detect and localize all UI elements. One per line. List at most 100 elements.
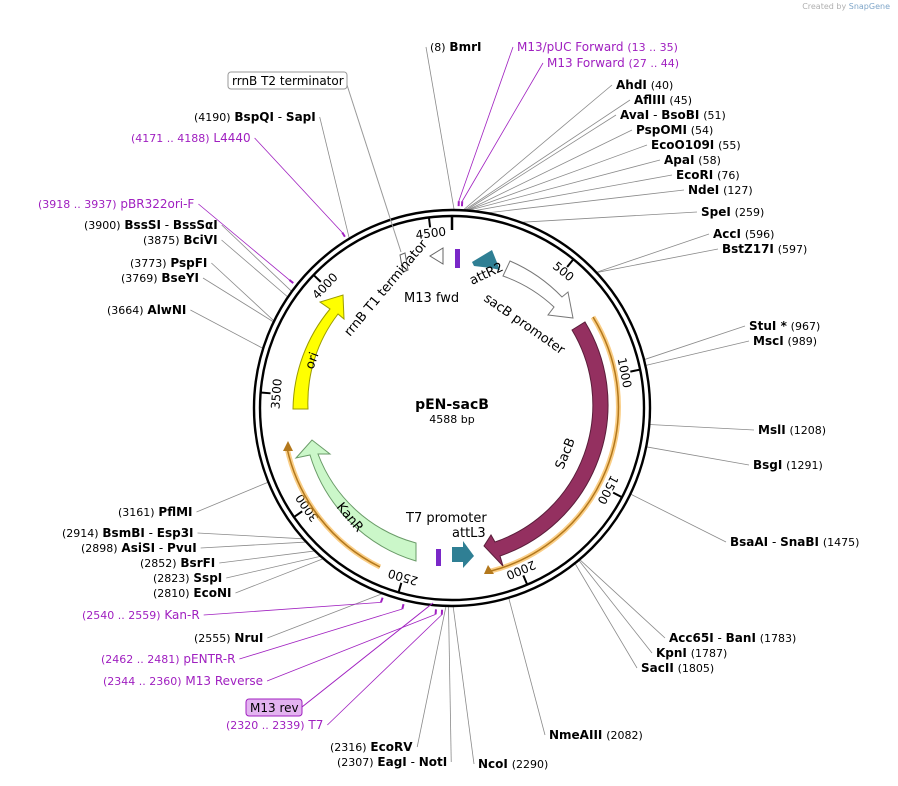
site-label-14: MslI (1208) xyxy=(758,423,826,437)
enzyme-name: SacII xyxy=(641,661,674,675)
rrnb-t2-box-label: rrnB T2 terminator xyxy=(232,74,344,88)
site-position: (1783) xyxy=(760,632,797,645)
site-label-28: (2898) AsiSI - PvuI xyxy=(81,541,197,555)
site-position: (3664) xyxy=(107,304,144,317)
m13-rev-box-label: M13 rev xyxy=(250,701,299,715)
enzyme-name: BsaAI xyxy=(730,535,768,549)
site-label-11: BstZ17I (597) xyxy=(722,242,807,256)
sacb-label: SacB xyxy=(553,436,579,472)
enzyme-name: AsiSI xyxy=(121,541,155,555)
site-position: (3769) xyxy=(121,272,158,285)
primer-name: Kan-R xyxy=(164,608,199,622)
enzyme-name: EcoRV xyxy=(370,740,413,754)
enzyme-name: BmrI xyxy=(449,40,481,54)
site-leader-34 xyxy=(221,239,289,298)
site-position: (1291) xyxy=(786,459,823,472)
site-position: (2823) xyxy=(153,572,190,585)
tick-mark-4000 xyxy=(312,274,322,283)
tick-mark-2000 xyxy=(522,575,529,586)
enzyme-name: MslI xyxy=(758,423,786,437)
primer-label-3: (3918 .. 3937) pBR322ori-F xyxy=(38,197,194,211)
sacb-feature xyxy=(483,321,609,567)
site-label-29: (2914) BsmBI - Esp3I xyxy=(62,526,194,540)
enzyme-name: BsgI xyxy=(753,458,782,472)
primer-lines xyxy=(198,46,544,726)
tick-label-4500: 4500 xyxy=(415,224,447,242)
enzyme-name: SspI xyxy=(193,571,222,585)
site-label-15: BsgI (1291) xyxy=(753,458,823,472)
tick-label-2500: 2500 xyxy=(386,566,419,588)
primer-name: M13/pUC Forward xyxy=(517,40,624,54)
site-label-21: NcoI (2290) xyxy=(478,757,548,771)
enzyme-name: BseYI xyxy=(161,271,199,285)
primer-name: pBR322ori-F xyxy=(120,197,194,211)
site-position: (8) xyxy=(430,41,446,54)
enzyme-name: BspQI xyxy=(234,110,274,124)
site-label-8: NdeI (127) xyxy=(688,183,753,197)
site-label-23: (2316) EcoRV xyxy=(330,740,413,754)
site-label-16: BsaAI - SnaBI (1475) xyxy=(730,535,859,549)
enzyme-name: AlwNI xyxy=(147,303,186,317)
site-leader-29 xyxy=(197,532,304,540)
site-position: (2852) xyxy=(140,557,177,570)
site-label-10: AccI (596) xyxy=(713,227,774,241)
site-position: (1787) xyxy=(691,647,728,660)
t7-promoter-label: T7 promoter xyxy=(405,511,487,526)
enzyme-name: BsoBI xyxy=(661,108,699,122)
tick-label-500: 500 xyxy=(550,259,577,284)
primer-mark-5 xyxy=(401,603,405,610)
site-leader-20 xyxy=(508,597,546,736)
enzyme-name: NcoI xyxy=(478,757,508,771)
site-label-31: (3664) AlwNI xyxy=(107,303,186,317)
primer-range: (2540 .. 2559) xyxy=(82,609,161,622)
primer-labels: M13/pUC Forward (13 .. 35)M13 Forward (2… xyxy=(38,40,679,732)
enzyme-name: BssSαI xyxy=(173,218,218,232)
plasmid-length: 4588 bp xyxy=(429,413,474,426)
site-leader-27 xyxy=(219,550,316,564)
sacb-promoter-feature xyxy=(502,260,574,319)
site-lines xyxy=(190,46,755,765)
enzyme-name: EcoRI xyxy=(676,168,713,182)
site-position: (2555) xyxy=(194,632,231,645)
site-position: (58) xyxy=(698,154,721,167)
primer-label-7: (2320 .. 2339) T7 xyxy=(226,718,323,732)
primer-range: (2344 .. 2360) xyxy=(103,675,182,688)
enzyme-name: NotI xyxy=(419,755,448,769)
site-position: (2082) xyxy=(606,729,643,742)
site-label-4: PspOMI (54) xyxy=(636,123,713,137)
sacb-orf-arrowhead xyxy=(484,565,494,574)
rrnb-t1-label: rrnB T1 terminator xyxy=(342,237,432,340)
site-leader-13 xyxy=(645,340,750,366)
primer-range: (3918 .. 3937) xyxy=(38,198,117,211)
site-position: (51) xyxy=(703,109,726,122)
enzyme-name: NmeAIII xyxy=(549,728,602,742)
site-leader-12 xyxy=(643,325,746,361)
site-leader-35 xyxy=(221,224,293,292)
enzyme-name: PspFI xyxy=(170,256,207,270)
tick-mark-4500 xyxy=(427,217,432,228)
site-leader-32 xyxy=(202,277,274,323)
site-position: (2898) xyxy=(81,542,118,555)
primer-leader-2 xyxy=(254,137,343,233)
site-position: (259) xyxy=(735,206,765,219)
site-leader-21 xyxy=(452,605,475,765)
m13-rev-box xyxy=(245,698,303,717)
site-position: (4190) xyxy=(194,111,231,124)
site-leader-6 xyxy=(467,159,661,212)
primer-range: (2462 .. 2481) xyxy=(101,653,180,666)
primer-label-1: M13 Forward (27 .. 44) xyxy=(547,56,679,70)
site-position: (3900) xyxy=(84,219,121,232)
enzyme-name: AccI xyxy=(713,227,741,241)
site-leader-18 xyxy=(578,559,653,654)
site-position: (3773) xyxy=(130,257,167,270)
site-position: (1805) xyxy=(678,662,715,675)
enzyme-name: PflMI xyxy=(158,505,192,519)
enzyme-name: SapI xyxy=(286,110,316,124)
tick-label-3500: 3500 xyxy=(268,378,284,410)
site-position: (40) xyxy=(651,79,674,92)
site-position: (1208) xyxy=(790,424,827,437)
site-leader-7 xyxy=(472,174,673,212)
sacb-orf xyxy=(490,316,620,572)
site-position: (2290) xyxy=(512,758,549,771)
